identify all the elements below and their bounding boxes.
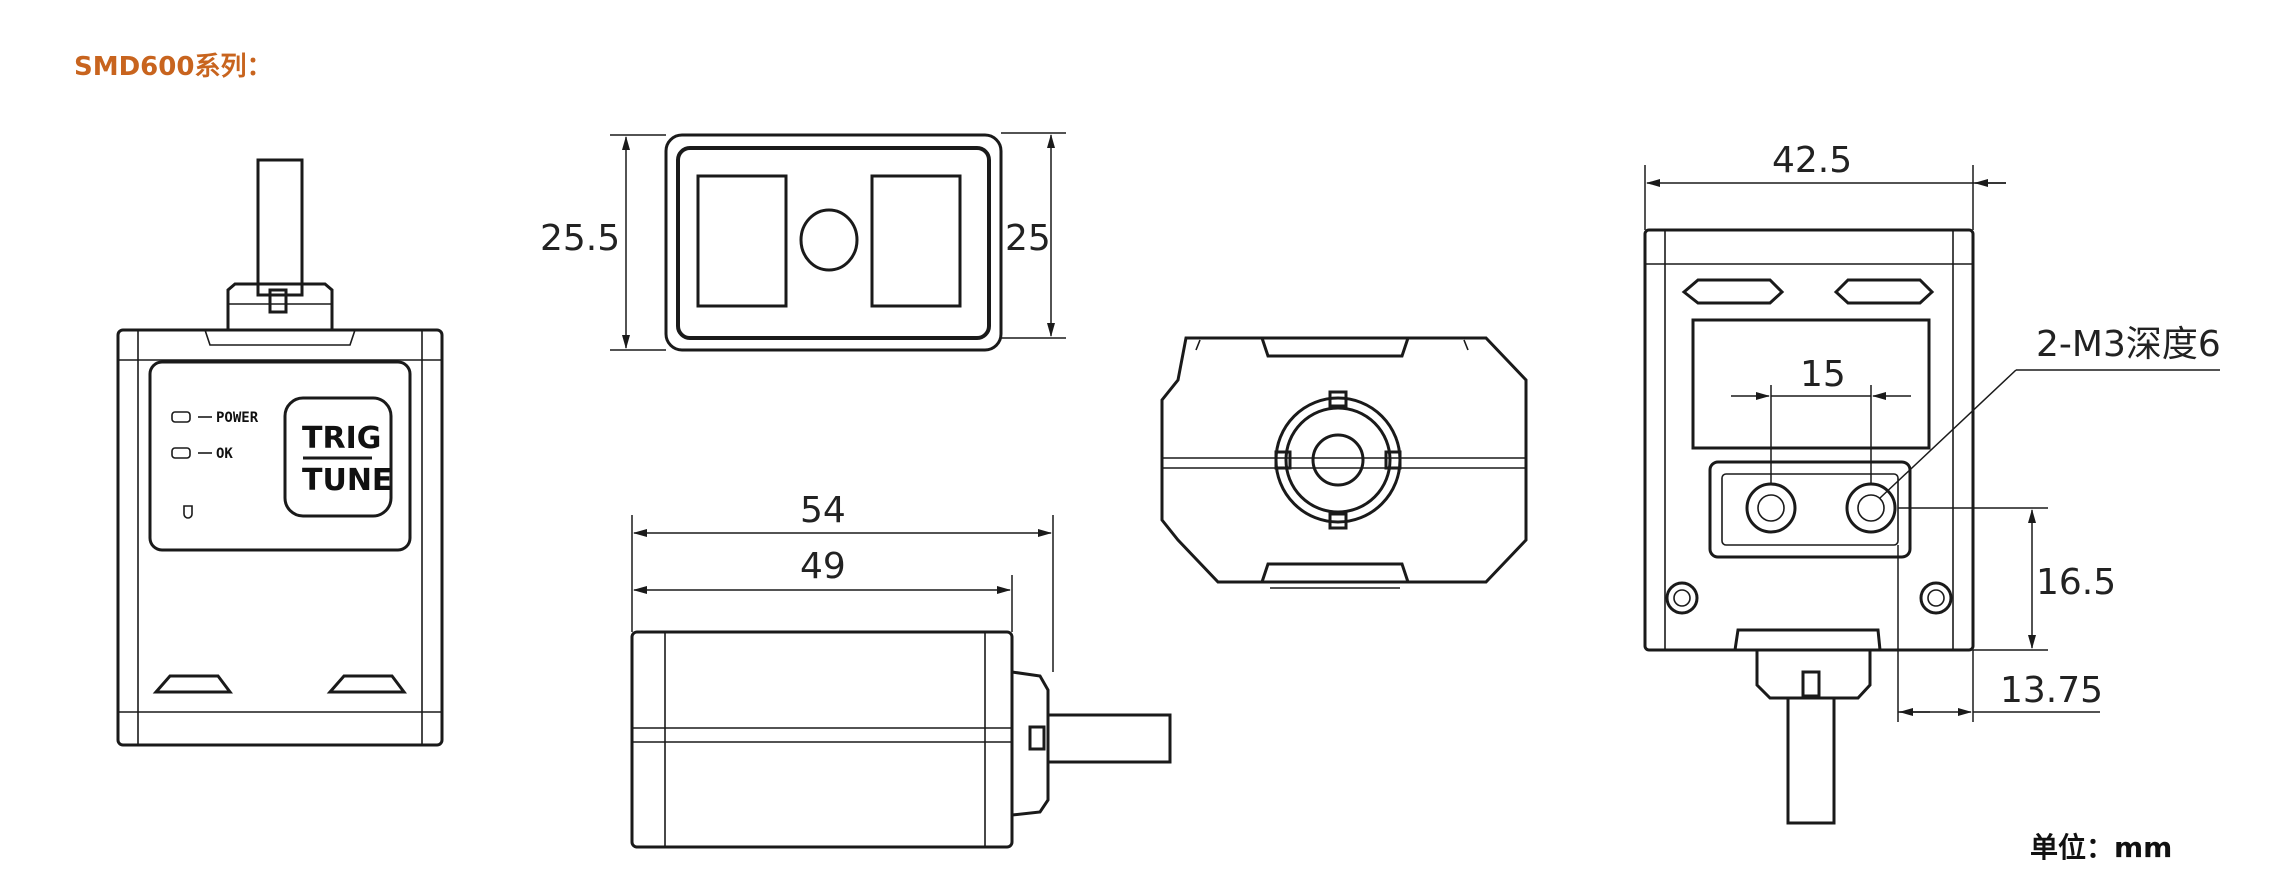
logo-line-1: TRIG <box>302 421 381 456</box>
top-outer <box>664 133 1003 352</box>
screw-left-icon <box>1665 581 1699 615</box>
bottom-connector-rib <box>1733 628 1882 651</box>
end-tab-right <box>1384 450 1402 470</box>
power-led-label: POWER <box>216 410 259 426</box>
end-tab-left <box>1274 450 1292 470</box>
ok-led-label: OK <box>216 446 233 462</box>
bottom-slot-left <box>1681 278 1785 305</box>
bottom-connector-latch <box>1801 670 1821 698</box>
logo-line-2: TUNE <box>302 463 392 498</box>
bottom-body <box>1643 228 1975 652</box>
front-connector-latch <box>268 288 288 314</box>
top-inner <box>676 146 991 340</box>
bottom-view: 42.5 15 2-M3深度6 16.5 13.75 <box>1643 140 2221 825</box>
front-window <box>148 360 412 552</box>
front-foot-left <box>152 674 233 694</box>
end-lens-ring <box>1274 396 1402 524</box>
unit-label: 单位：mm <box>2030 831 2173 864</box>
end-tab-bottom <box>1328 512 1348 530</box>
end-tab-top <box>1328 390 1348 408</box>
ok-led-icon <box>171 447 191 459</box>
logo-badge <box>283 396 393 518</box>
dim-height-outer: 25.5 <box>540 218 620 259</box>
top-lens <box>799 208 859 272</box>
side-connector-latch <box>1028 725 1046 751</box>
mount-plate <box>1708 460 1912 559</box>
dim-length-total: 54 <box>800 490 846 531</box>
bottom-connector <box>1755 650 1872 700</box>
front-connector <box>226 282 334 330</box>
top-window-right <box>870 174 962 308</box>
end-lens <box>1311 433 1365 487</box>
indicator-icon <box>183 505 193 519</box>
front-view: POWER OK TRIG TUNE <box>116 158 444 747</box>
bottom-cable <box>1786 696 1836 825</box>
dim-length-body: 49 <box>800 546 846 587</box>
top-window-left <box>696 174 788 308</box>
end-lens-inner-ring <box>1284 406 1392 514</box>
end-view <box>1160 336 1528 589</box>
power-led-icon <box>171 411 191 423</box>
side-view: 54 49 <box>630 490 1172 849</box>
series-title: SMD600系列： <box>74 52 273 82</box>
front-foot-right <box>326 674 407 694</box>
side-cable <box>1046 713 1172 764</box>
screw-right-icon <box>1919 581 1953 615</box>
end-bottom-rib <box>1260 562 1410 583</box>
bottom-label-area <box>1691 318 1931 450</box>
front-cable <box>256 158 304 297</box>
top-view: 25.5 25 <box>540 132 1066 352</box>
dim-width: 42.5 <box>1772 140 1852 181</box>
dim-height-inner: 25 <box>1005 218 1051 259</box>
end-outer <box>1160 336 1528 584</box>
bottom-slot-right <box>1833 278 1935 305</box>
dim-hole-spacing: 15 <box>1800 354 1846 395</box>
front-body <box>116 328 444 747</box>
dim-hole-offset: 13.75 <box>2000 670 2103 711</box>
dim-hole-height: 16.5 <box>2036 562 2116 603</box>
side-body <box>630 630 1014 849</box>
end-top-rib <box>1260 337 1410 358</box>
hole-callout: 2-M3深度6 <box>2036 324 2221 365</box>
mount-hole-left <box>1745 482 1797 534</box>
